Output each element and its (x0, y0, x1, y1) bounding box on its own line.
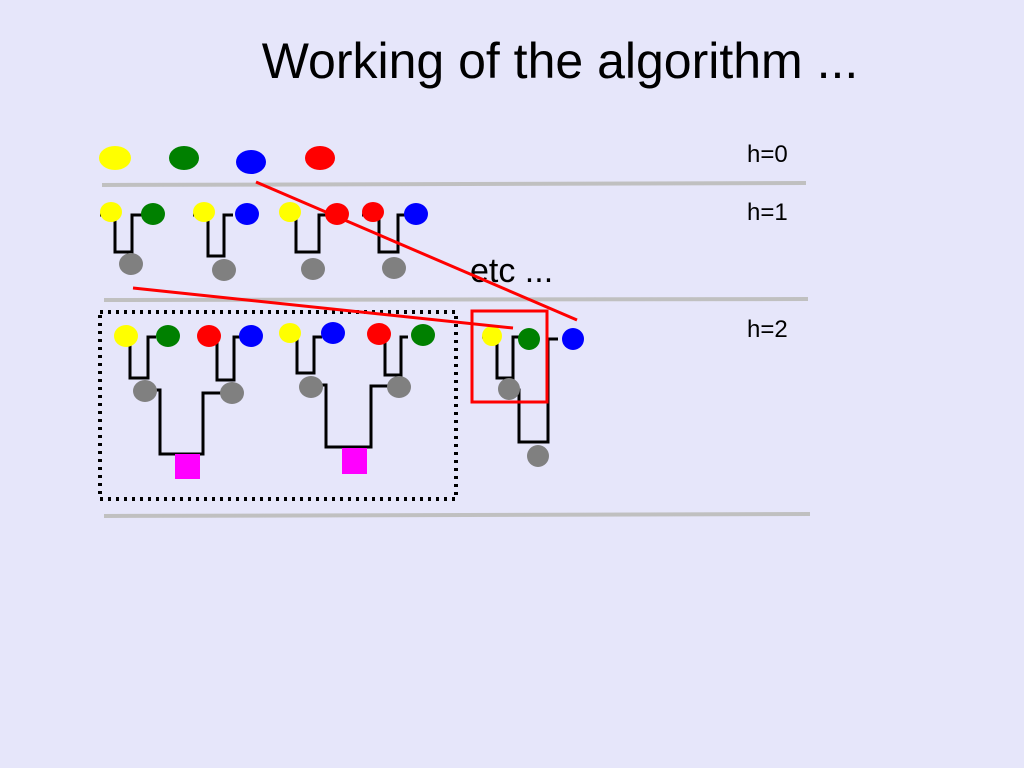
node-green (411, 324, 435, 346)
node-gray (527, 445, 549, 467)
red-highlight-box (470, 309, 549, 404)
node-yellow (482, 326, 502, 346)
level-label-h2: h=2 (747, 316, 788, 343)
merged-node-square (175, 454, 200, 479)
node-gray (212, 259, 236, 281)
node-blue (562, 328, 584, 350)
node-blue (239, 325, 263, 347)
node-gray (498, 378, 520, 400)
level-label-h1: h=1 (747, 199, 788, 226)
node-gray (387, 376, 411, 398)
dotted-selection-box (98, 310, 458, 501)
node-green (518, 328, 540, 350)
etc-annotation: etc ... (470, 252, 554, 290)
level-0-nodes (99, 146, 335, 174)
separator-line (101, 181, 807, 187)
node-gray (299, 376, 323, 398)
node-green (156, 325, 180, 347)
node-yellow (100, 202, 122, 222)
node-yellow (193, 202, 215, 222)
level-label-h0: h=0 (747, 141, 788, 168)
node-yellow (279, 202, 301, 222)
tree-branch (193, 213, 233, 258)
node-red (367, 323, 391, 345)
node-red (362, 202, 384, 222)
separator-line (103, 297, 809, 302)
slide-title: Working of the algorithm ... (261, 33, 859, 89)
node-gray (220, 382, 244, 404)
node-yellow (279, 323, 301, 343)
node-yellow (114, 325, 138, 347)
node-red (305, 146, 335, 170)
node-blue (235, 203, 259, 225)
node-yellow (99, 146, 131, 170)
node-blue (404, 203, 428, 225)
node-gray (301, 258, 325, 280)
node-gray (133, 380, 157, 402)
node-red (197, 325, 221, 347)
node-blue (236, 150, 266, 174)
node-green (169, 146, 199, 170)
level-separators (101, 181, 811, 518)
node-gray (119, 253, 143, 275)
node-blue (321, 322, 345, 344)
separator-line (103, 512, 811, 518)
connector-line (255, 180, 578, 322)
level-2-trees (116, 335, 558, 456)
merged-node-square (342, 448, 367, 474)
node-green (141, 203, 165, 225)
level-1-nodes (100, 202, 428, 281)
node-gray (382, 257, 406, 279)
connector-lines (132, 180, 578, 330)
level-2-nodes (114, 322, 584, 479)
connector-line (132, 286, 514, 330)
